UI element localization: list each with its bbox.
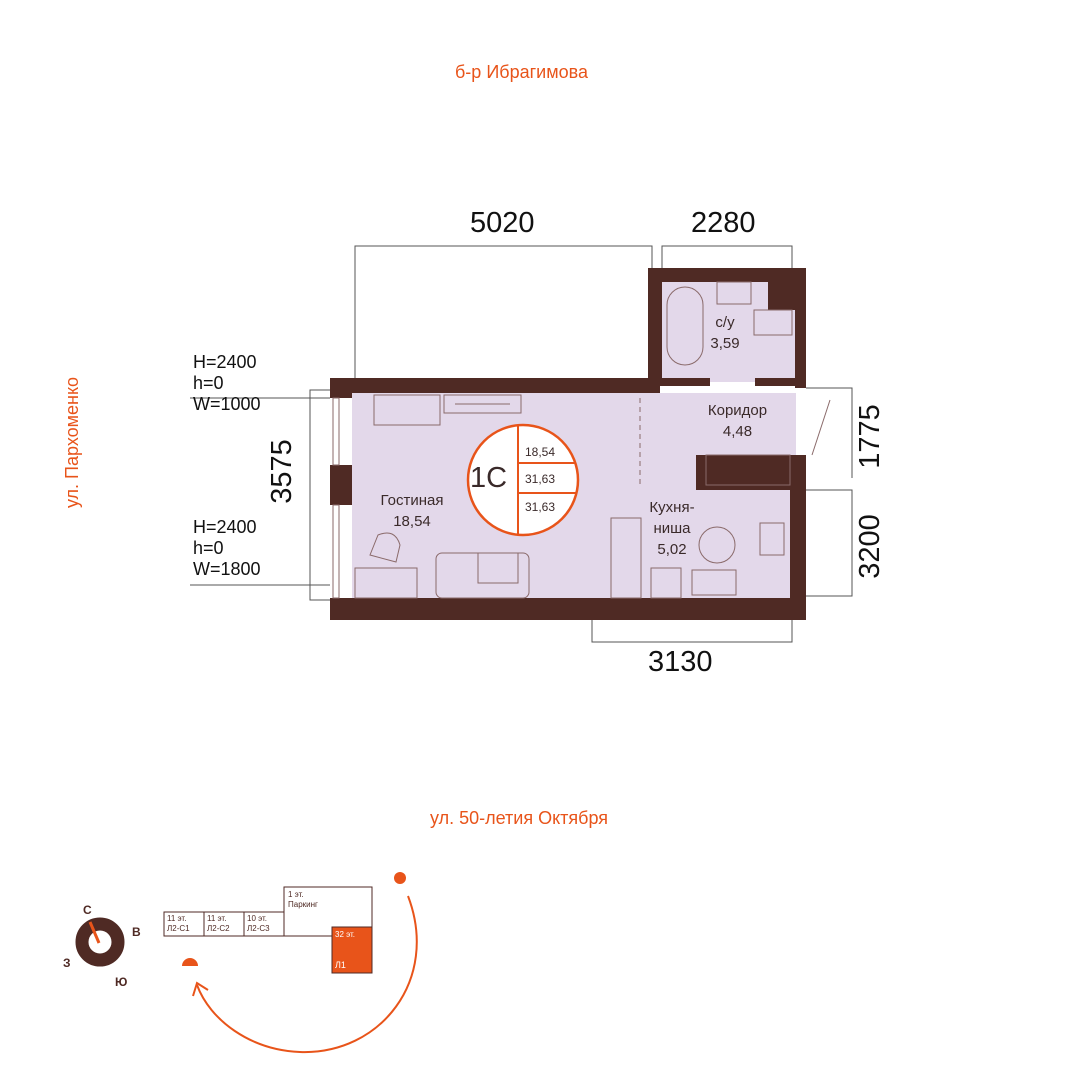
site-building-3: 10 эт.Л2-С3 bbox=[247, 914, 270, 933]
sunrise-icon bbox=[394, 872, 406, 884]
street-north: б-р Ибрагимова bbox=[455, 62, 588, 82]
compass-n: С bbox=[83, 903, 92, 917]
badge-total-area: 31,63 bbox=[525, 472, 556, 486]
dimension-lines bbox=[190, 245, 853, 643]
site-building-1: 11 эт.Л2-С1 bbox=[167, 914, 190, 933]
sunset-icon bbox=[182, 958, 198, 966]
furniture bbox=[332, 281, 831, 599]
dim-right-bottom: 3200 bbox=[853, 514, 886, 579]
site-plan bbox=[75, 872, 418, 1054]
site-building-2: 11 эт.Л2-С2 bbox=[207, 914, 230, 933]
street-south: ул. 50-летия Октября bbox=[430, 808, 609, 828]
compass-s: Ю bbox=[115, 975, 128, 989]
compass-w: З bbox=[63, 956, 71, 970]
badge bbox=[466, 423, 580, 537]
dim-right-top: 1775 bbox=[853, 404, 886, 469]
badge-living-area: 18,54 bbox=[525, 445, 556, 459]
dim-top-right: 2280 bbox=[691, 207, 756, 239]
site-parking: 1 эт.Паркинг bbox=[288, 890, 318, 909]
badge-total-area-2: 31,63 bbox=[525, 500, 556, 514]
compass-e: В bbox=[132, 925, 141, 939]
dim-left: 3575 bbox=[265, 439, 298, 504]
sun-path-arrow bbox=[196, 895, 418, 1054]
site-tower-name: Л1 bbox=[335, 960, 346, 970]
apartment-type: 1С bbox=[470, 462, 508, 494]
dim-top-left: 5020 bbox=[470, 207, 535, 239]
compass-needle bbox=[88, 921, 101, 944]
site-tower-floors: 32 эт. bbox=[335, 930, 356, 939]
walls bbox=[330, 268, 806, 620]
dim-bottom: 3130 bbox=[648, 646, 713, 678]
